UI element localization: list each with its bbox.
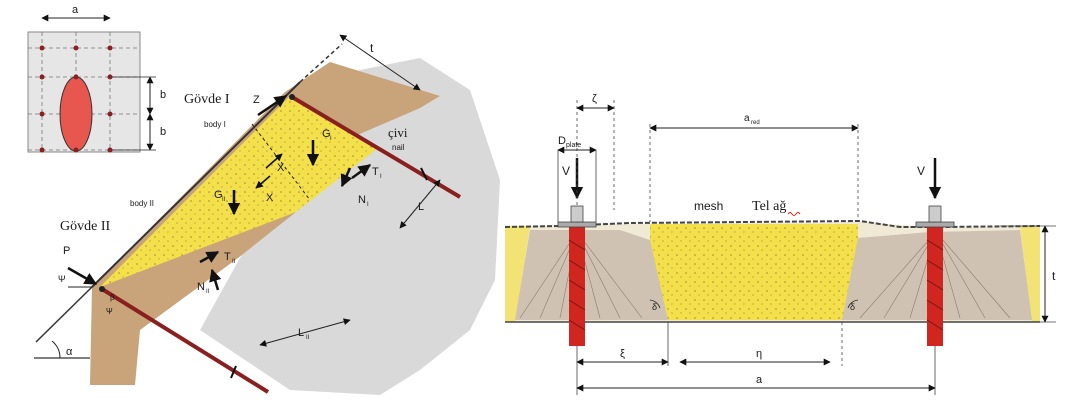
label-body2-en: body II	[130, 199, 154, 208]
label-g2: G	[214, 189, 223, 201]
nail-head-upper	[289, 94, 295, 100]
label-l: L	[418, 201, 424, 213]
label-t: t	[370, 41, 374, 55]
label-alpha: α	[66, 346, 73, 358]
force-p-arrow	[67, 266, 98, 286]
label-zeta: ζ	[592, 93, 597, 105]
label-g1-sub: I	[330, 136, 332, 142]
label-t-right: t	[1052, 269, 1056, 283]
rock-zone	[200, 58, 500, 395]
label-t2-sub: II	[232, 259, 236, 265]
anchor-bar-left	[569, 226, 585, 346]
slope-surface-ext	[299, 43, 343, 83]
delta-arc-right	[847, 299, 859, 309]
nail-lower	[100, 287, 270, 394]
slope-surface	[91, 81, 301, 288]
nut-left	[570, 205, 584, 223]
force-n1-arrow	[340, 167, 353, 188]
label-mesh-tr: Tel ağ	[752, 199, 786, 214]
label-d-plate: D	[558, 135, 566, 147]
label-inset-b-top: b	[160, 89, 166, 101]
label-delta-right: δ	[850, 302, 855, 312]
force-x2-arrow	[255, 175, 271, 189]
label-psi1: Ψ	[58, 274, 66, 284]
label-x1: X	[277, 162, 285, 174]
nail-tick-lower	[230, 365, 237, 379]
label-v-left: V	[562, 164, 570, 178]
label-x2: X	[266, 192, 274, 204]
grid-inset: a b b	[27, 4, 166, 153]
left-slope-figure: t Gövde I body I çivi nail Z G I X X G I…	[34, 34, 500, 395]
failure-ellipse	[59, 76, 93, 152]
label-beta: β	[110, 293, 115, 302]
force-n2-arrow	[209, 268, 222, 291]
spell-squiggle	[787, 212, 801, 216]
plate-right	[915, 221, 955, 228]
angle-alpha-arc	[51, 340, 61, 359]
right-section-figure: ζ a red D plate V V mesh Tel ağ t δ δ ξ …	[504, 93, 1056, 395]
label-d-plate-sub: plate	[566, 142, 581, 149]
label-g2-sub: II	[222, 197, 226, 203]
label-inset-a: a	[72, 4, 79, 16]
plate-left	[557, 221, 597, 228]
nut-right	[928, 205, 942, 223]
label-l2-sub: II	[306, 335, 310, 341]
force-t2-arrow	[199, 250, 220, 264]
label-body1-en: body I	[204, 120, 226, 129]
label-n1-sub: I	[367, 202, 369, 208]
label-p: P	[63, 245, 70, 257]
label-z: Z	[253, 94, 260, 106]
label-a-red-sub: red	[751, 120, 760, 126]
label-t2: T	[224, 251, 231, 263]
label-inset-b-bottom: b	[160, 126, 166, 138]
nail-head-lower	[99, 286, 105, 292]
force-t1-arrow	[351, 163, 372, 180]
delta-arc-left	[649, 299, 661, 309]
dim-l2	[259, 318, 351, 347]
anchor-bar-right	[927, 226, 943, 346]
label-n2-sub: II	[206, 289, 210, 295]
label-t1: T	[372, 166, 379, 178]
label-nail-tr: çivi	[388, 125, 408, 140]
label-a-red: a	[744, 113, 750, 124]
label-g1: G	[322, 128, 331, 140]
cone-left	[515, 230, 668, 320]
label-a: a	[756, 374, 763, 386]
force-x1-arrow	[265, 153, 283, 169]
force-z-arrow	[257, 94, 288, 117]
label-n2: N	[197, 281, 205, 293]
label-psi2: Ψ	[106, 307, 113, 316]
dim-l	[399, 179, 441, 229]
slope-surface-low	[35, 286, 93, 343]
label-n1: N	[358, 194, 366, 206]
nail-tick-upper	[420, 167, 428, 181]
label-l2: L	[298, 327, 304, 339]
dim-t	[339, 34, 421, 91]
label-mesh: mesh	[694, 199, 723, 213]
label-eta: η	[756, 348, 762, 360]
label-body2-tr: Gövde II	[60, 219, 110, 234]
label-body1-tr: Gövde I	[184, 92, 230, 107]
label-t1-sub: I	[380, 174, 382, 180]
label-xi: ξ	[620, 348, 625, 360]
body-divider	[251, 123, 311, 201]
label-delta-left: δ	[652, 302, 657, 312]
label-nail-en: nail	[392, 143, 405, 152]
label-v-right: V	[917, 164, 925, 178]
